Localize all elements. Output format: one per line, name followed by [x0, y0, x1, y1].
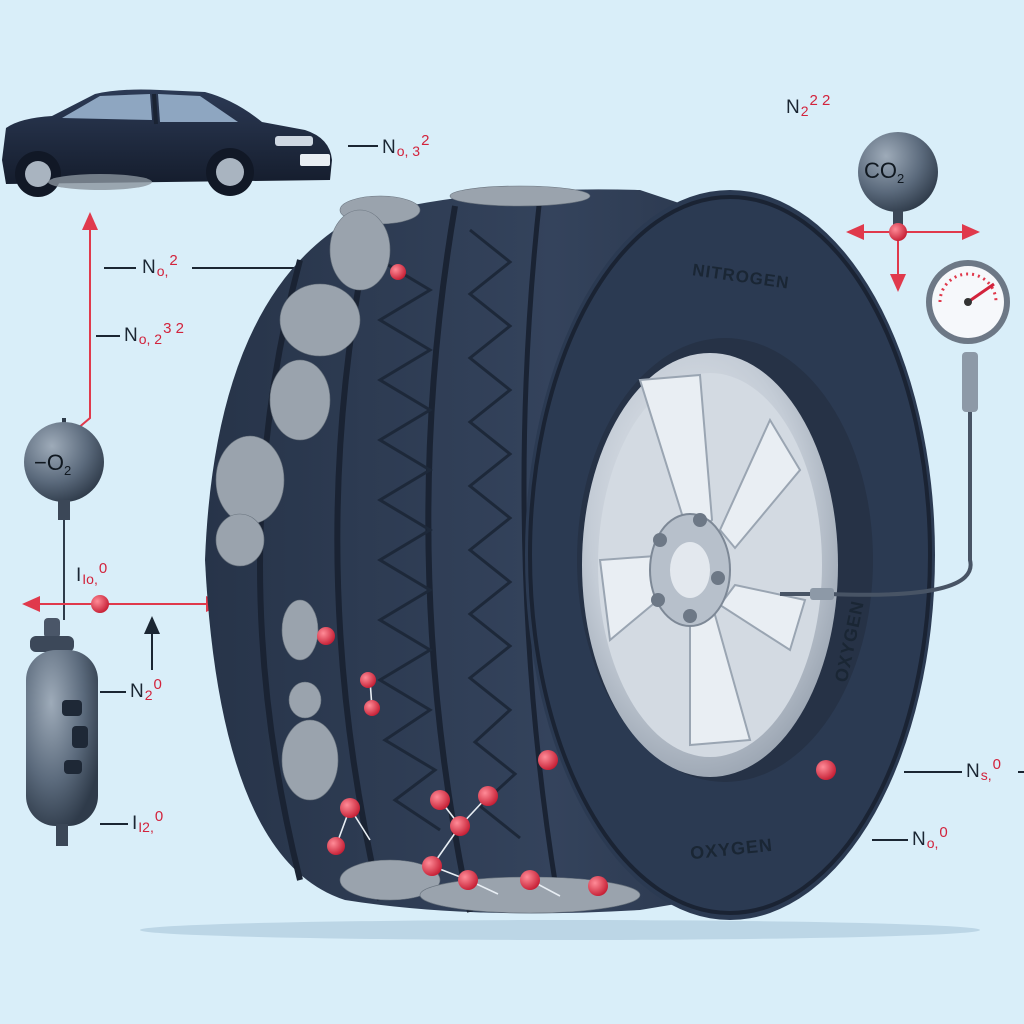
pressure-gauge-icon [926, 260, 1010, 412]
right-formula-label-2: No,0 [912, 830, 948, 849]
top-right-formula-label: N22 2 [786, 98, 830, 117]
car-formula-label: No, 32 [382, 138, 429, 157]
left-connector-line [64, 214, 90, 440]
co2-bulb-label: CO2 [864, 160, 904, 182]
gas-canister-icon [26, 618, 98, 846]
left-formula-label-4: N20 [130, 682, 162, 701]
left-formula-label-2: No, 23 2 [124, 326, 184, 345]
o2-bulb-label: −O2 [34, 452, 71, 474]
left-formula-label-3: IIo,0 [76, 566, 107, 585]
right-formula-label-1: Ns,0 [966, 762, 1001, 781]
left-formula-label-1: No,2 [142, 258, 178, 277]
car-icon [2, 90, 332, 198]
molecule-dot [91, 595, 109, 613]
left-formula-label-5: II2,0 [132, 814, 163, 833]
o2-molecule-icon [24, 418, 104, 620]
floor-shadow [140, 920, 980, 940]
